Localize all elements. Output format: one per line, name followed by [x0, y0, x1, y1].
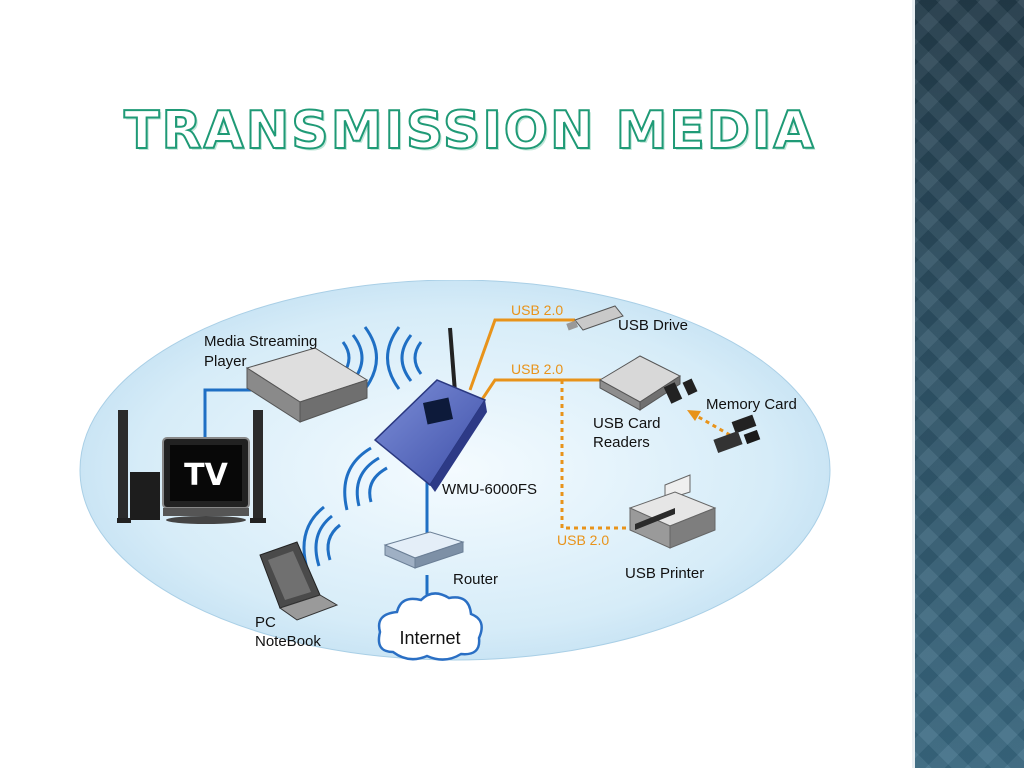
tv-icon: TV: [117, 410, 266, 524]
internet-label: Internet: [399, 628, 460, 648]
usb-drive-icon: [566, 305, 624, 331]
internet-cloud-icon: [377, 592, 483, 661]
player-to-tv-cable: [203, 388, 260, 440]
network-diagram: TV: [79, 280, 831, 661]
wireless-waves-upper: [341, 326, 423, 390]
media-player-label-line1: Media Streaming: [204, 333, 317, 350]
wireless-device-icon: [373, 327, 487, 492]
notebook-icon: [259, 541, 339, 621]
usb-printer-cable: [560, 380, 635, 530]
media-player-label-line2: Player: [204, 353, 247, 370]
memory-card-icon: [713, 414, 761, 454]
memory-card-label: Memory Card: [706, 396, 797, 413]
usb-drive-cable-label: USB 2.0: [511, 302, 563, 318]
usb-printer-icon: [628, 474, 717, 549]
usb-printer-cable-label: USB 2.0: [557, 532, 609, 548]
usb-card-reader-icon: [598, 355, 698, 411]
side-panel-edge: [912, 0, 915, 768]
usb-drive-label: USB Drive: [618, 317, 688, 334]
device-model-label: WMU-6000FS: [442, 481, 537, 498]
usb-printer-label: USB Printer: [625, 565, 704, 582]
card-reader-label-line1: USB Card: [593, 415, 661, 432]
usb-reader-cable-label: USB 2.0: [511, 361, 563, 377]
notebook-label-line1: PC: [255, 614, 276, 631]
router-label: Router: [453, 571, 498, 588]
tv-label: TV: [184, 458, 228, 493]
card-reader-label-line2: Readers: [593, 434, 650, 451]
memory-card-arrow: [694, 413, 731, 437]
memory-card-arrow-head: [687, 410, 701, 421]
decorative-side-panel: [912, 0, 1024, 768]
notebook-label-line2: NoteBook: [255, 633, 321, 650]
router-icon: [383, 531, 465, 569]
media-streaming-player-icon: [245, 347, 369, 423]
slide-title: TRANSMISSION MEDIA: [123, 100, 816, 162]
usb-drive-cable: [468, 318, 575, 391]
